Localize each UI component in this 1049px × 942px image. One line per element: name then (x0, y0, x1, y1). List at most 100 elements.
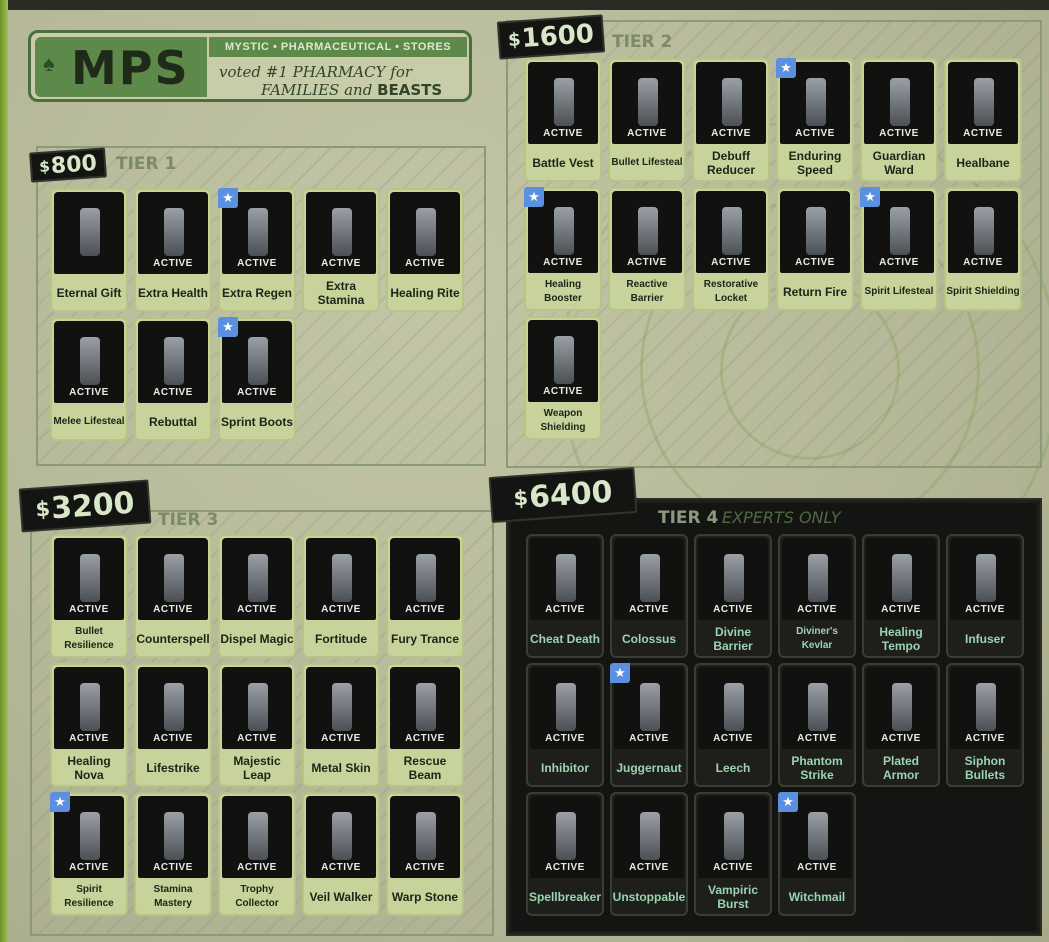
tier-1-label: TIER 1 (116, 154, 177, 174)
item-art (80, 554, 100, 602)
item-name: Majestic Leap (233, 754, 281, 782)
item-name: Fury Trance (390, 632, 460, 646)
dollar-sign: $ (34, 496, 51, 522)
item-art (722, 78, 742, 126)
item-card-eternal-gift[interactable]: Eternal Gift (50, 188, 128, 312)
item-name: Spirit Shielding (946, 286, 1020, 297)
item-name: Bullet Lifesteal (611, 157, 683, 168)
item-art (332, 554, 352, 602)
item-image (138, 321, 208, 403)
item-art (724, 812, 744, 860)
active-tag: ACTIVE (237, 862, 277, 873)
tagline-beasts: BEASTS (377, 81, 443, 99)
item-image (782, 667, 852, 749)
item-name: Juggernaut (616, 761, 682, 775)
active-tag: ACTIVE (711, 257, 751, 268)
item-art (890, 78, 910, 126)
active-tag: ACTIVE (153, 862, 193, 873)
item-art (808, 683, 828, 731)
item-name: Veil Walker (309, 890, 373, 904)
item-image (138, 538, 208, 620)
active-tag: ACTIVE (545, 604, 585, 615)
star-icon: ★ (524, 187, 544, 207)
item-name: Extra Stamina (317, 279, 365, 307)
active-tag: ACTIVE (543, 386, 583, 397)
item-card-healing-nova[interactable]: ACTIVE Healing Nova (50, 663, 128, 787)
active-tag: ACTIVE (965, 604, 1005, 615)
active-tag: ACTIVE (629, 862, 669, 873)
active-tag: ACTIVE (237, 258, 277, 269)
item-art (416, 554, 436, 602)
active-tag: ACTIVE (69, 733, 109, 744)
item-art (638, 78, 658, 126)
active-tag: ACTIVE (543, 257, 583, 268)
active-tag: ACTIVE (879, 257, 919, 268)
item-name: Rescue Beam (403, 754, 447, 782)
item-art (640, 812, 660, 860)
item-image (528, 62, 598, 144)
item-art (722, 207, 742, 255)
active-tag: ACTIVE (627, 257, 667, 268)
active-tag: ACTIVE (795, 128, 835, 139)
item-image (950, 667, 1020, 749)
item-image (222, 667, 292, 749)
item-name: Dispel Magic (220, 632, 294, 646)
star-icon: ★ (218, 188, 238, 208)
active-tag: ACTIVE (69, 387, 109, 398)
item-art (806, 78, 826, 126)
active-tag: ACTIVE (405, 258, 445, 269)
item-name: Warp Stone (391, 890, 459, 904)
item-name: Healing Nova (67, 754, 111, 782)
